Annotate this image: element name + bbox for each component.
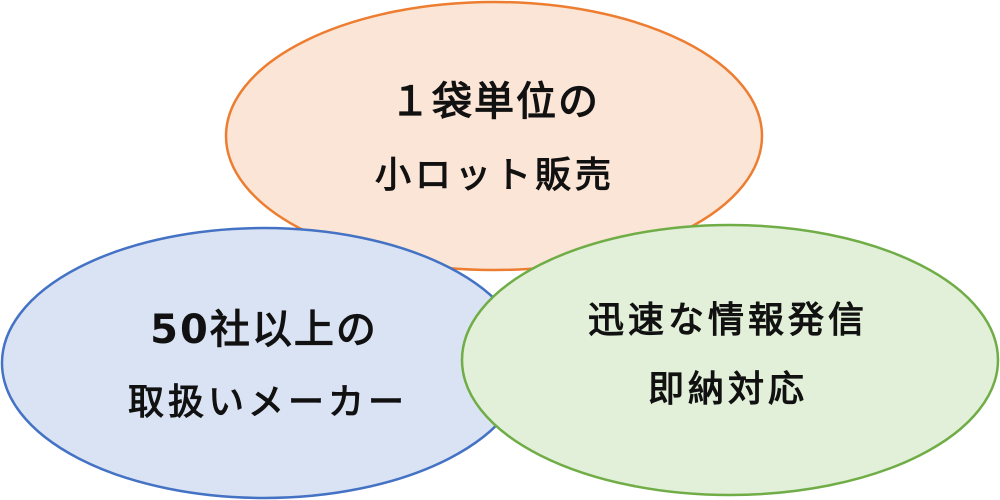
top-ellipse-line-2: 小ロット販売 xyxy=(374,155,616,196)
left-ellipse-line-1: 50社以上の xyxy=(150,307,378,353)
left-ellipse-line-2: 取扱いメーカー xyxy=(127,382,409,423)
top-ellipse-line-1: １袋単位の xyxy=(390,79,600,125)
ellipse-top-orange xyxy=(224,0,764,272)
right-ellipse-line-2: 即納対応 xyxy=(647,369,809,410)
right-ellipse-line-1: 迅速な情報発信 xyxy=(587,300,869,341)
ellipse-right-green xyxy=(460,223,1000,497)
ellipse-left-blue xyxy=(0,226,528,500)
